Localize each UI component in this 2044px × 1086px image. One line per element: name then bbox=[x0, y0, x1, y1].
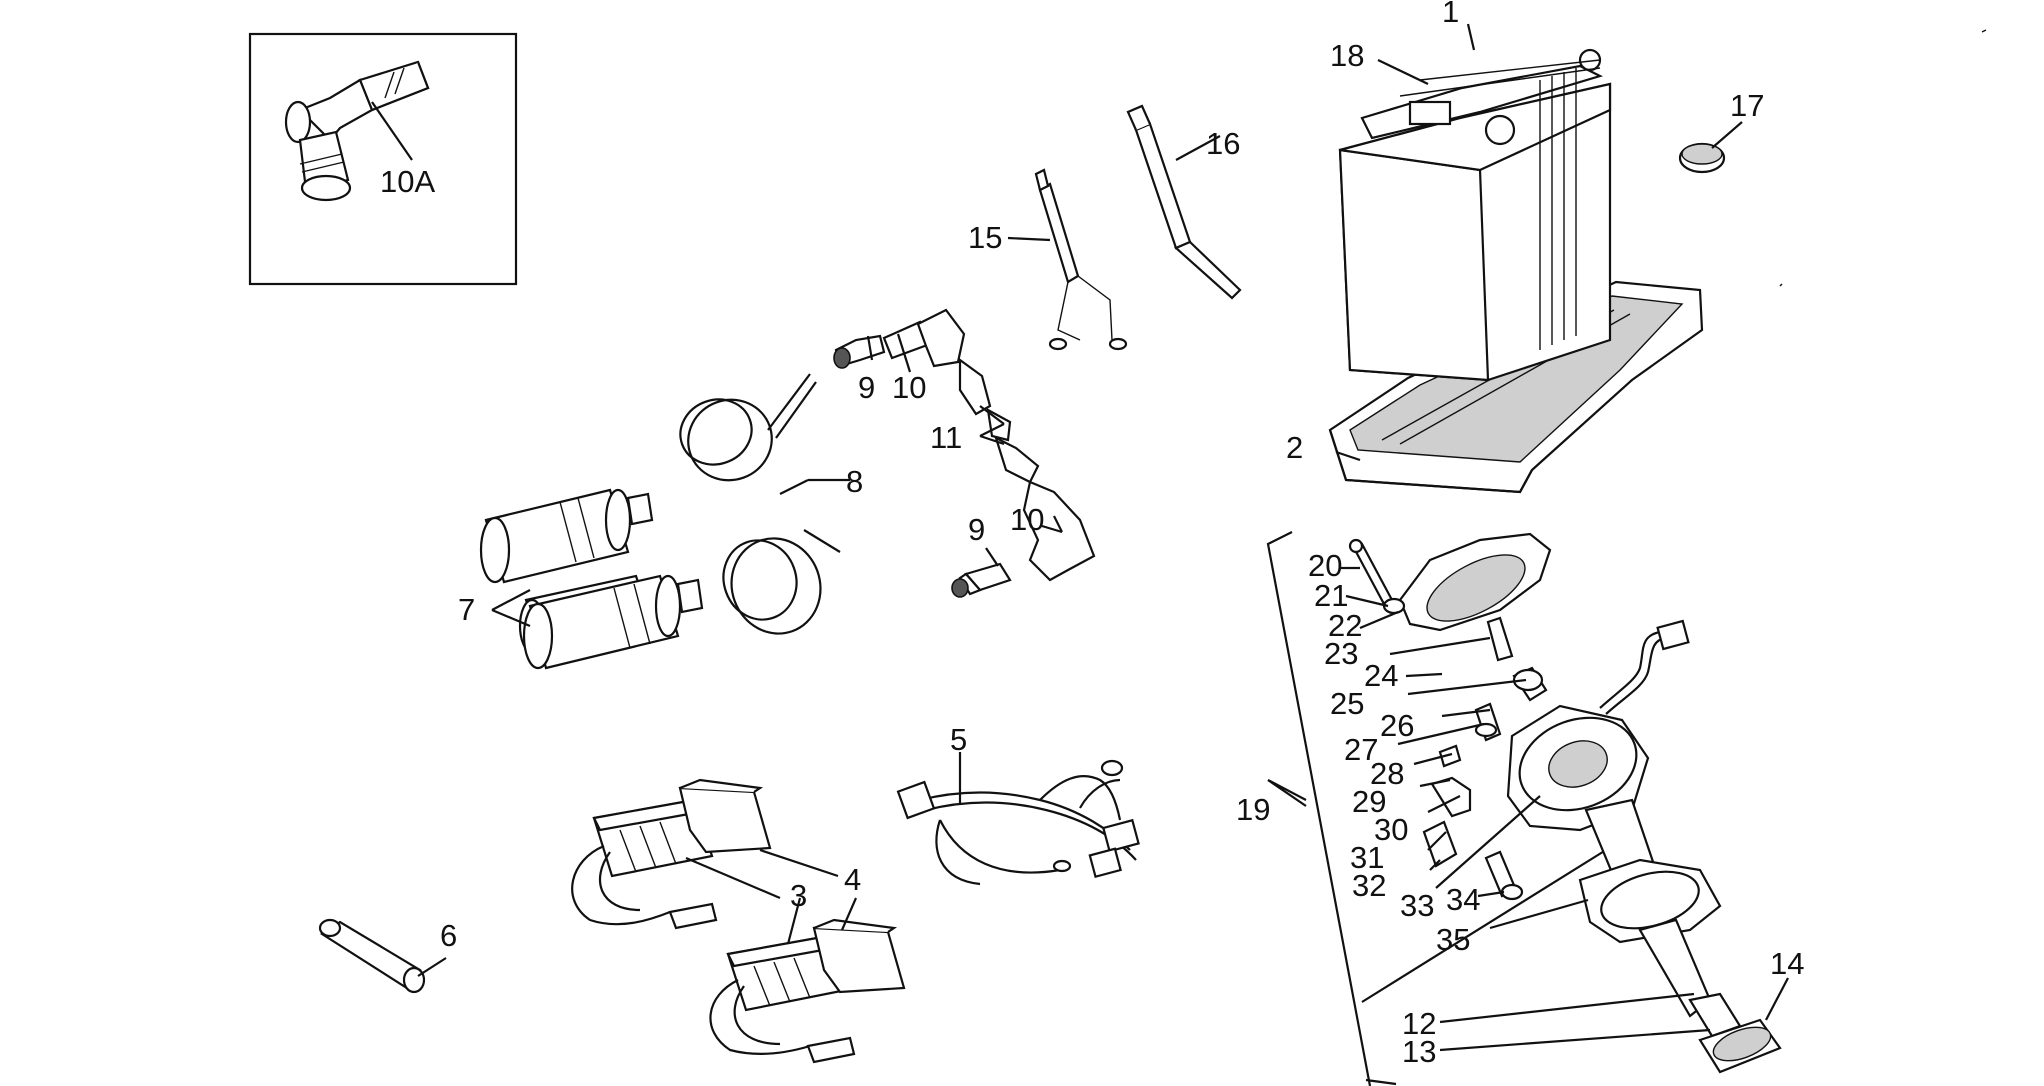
ht-leads-8: 8 bbox=[679, 373, 863, 635]
label-2: 2 bbox=[1286, 430, 1303, 465]
label-32: 32 bbox=[1352, 868, 1386, 903]
label-6: 6 bbox=[440, 918, 457, 953]
battery-1 bbox=[1338, 48, 1612, 382]
label-13: 13 bbox=[1402, 1034, 1436, 1069]
label-10-bottom: 10 bbox=[1010, 502, 1044, 537]
label-29: 29 bbox=[1352, 784, 1386, 819]
label-9-top: 9 bbox=[858, 370, 875, 405]
label-24: 24 bbox=[1364, 658, 1398, 693]
spark-plug-cap-10A-drawing bbox=[284, 60, 430, 202]
label-9-bottom: 9 bbox=[968, 512, 985, 547]
label-5: 5 bbox=[950, 722, 967, 757]
label-31: 31 bbox=[1350, 840, 1384, 875]
label-12: 12 bbox=[1402, 1006, 1436, 1041]
label-23: 23 bbox=[1324, 636, 1358, 671]
coils-7: 7 bbox=[458, 488, 704, 670]
label-14: 14 bbox=[1770, 946, 1804, 981]
label-21: 21 bbox=[1314, 578, 1348, 613]
label-30: 30 bbox=[1374, 812, 1408, 847]
label-10A: 10A bbox=[380, 164, 435, 199]
sleeve-6: 6 bbox=[318, 918, 457, 994]
label-28: 28 bbox=[1370, 756, 1404, 791]
label-27: 27 bbox=[1344, 732, 1378, 767]
label-35: 35 bbox=[1436, 922, 1470, 957]
ignition-plugs-assembly: 9 10 11 9 10 bbox=[833, 308, 1096, 598]
battery-assembly: 1 18 2 bbox=[1286, 0, 1704, 494]
suppressor-16: 16 bbox=[1126, 104, 1242, 300]
label-7: 7 bbox=[458, 592, 475, 627]
label-18: 18 bbox=[1330, 38, 1364, 73]
label-1: 1 bbox=[1442, 0, 1459, 29]
regulators-3-4: 3 4 bbox=[571, 778, 906, 1064]
label-15: 15 bbox=[968, 220, 1002, 255]
label-26: 26 bbox=[1380, 708, 1414, 743]
label-22: 22 bbox=[1328, 608, 1362, 643]
label-33: 33 bbox=[1400, 888, 1434, 923]
label-34: 34 bbox=[1446, 882, 1480, 917]
inset-box-10A: 10A bbox=[248, 32, 518, 286]
label-11: 11 bbox=[930, 420, 962, 455]
label-16: 16 bbox=[1206, 126, 1240, 161]
label-4: 4 bbox=[844, 862, 861, 897]
label-10-top: 10 bbox=[892, 370, 926, 405]
cap-17: 17 bbox=[1678, 88, 1764, 174]
label-17: 17 bbox=[1730, 88, 1764, 123]
label-19: 19 bbox=[1236, 792, 1270, 827]
wiring-harness-5: 5 bbox=[896, 722, 1140, 886]
distributor-group-19: 19 bbox=[1236, 531, 1804, 1086]
label-20: 20 bbox=[1308, 548, 1342, 583]
label-3: 3 bbox=[790, 878, 807, 913]
label-8: 8 bbox=[846, 464, 863, 499]
suppressor-15: 15 bbox=[968, 168, 1128, 351]
label-25: 25 bbox=[1330, 686, 1364, 721]
